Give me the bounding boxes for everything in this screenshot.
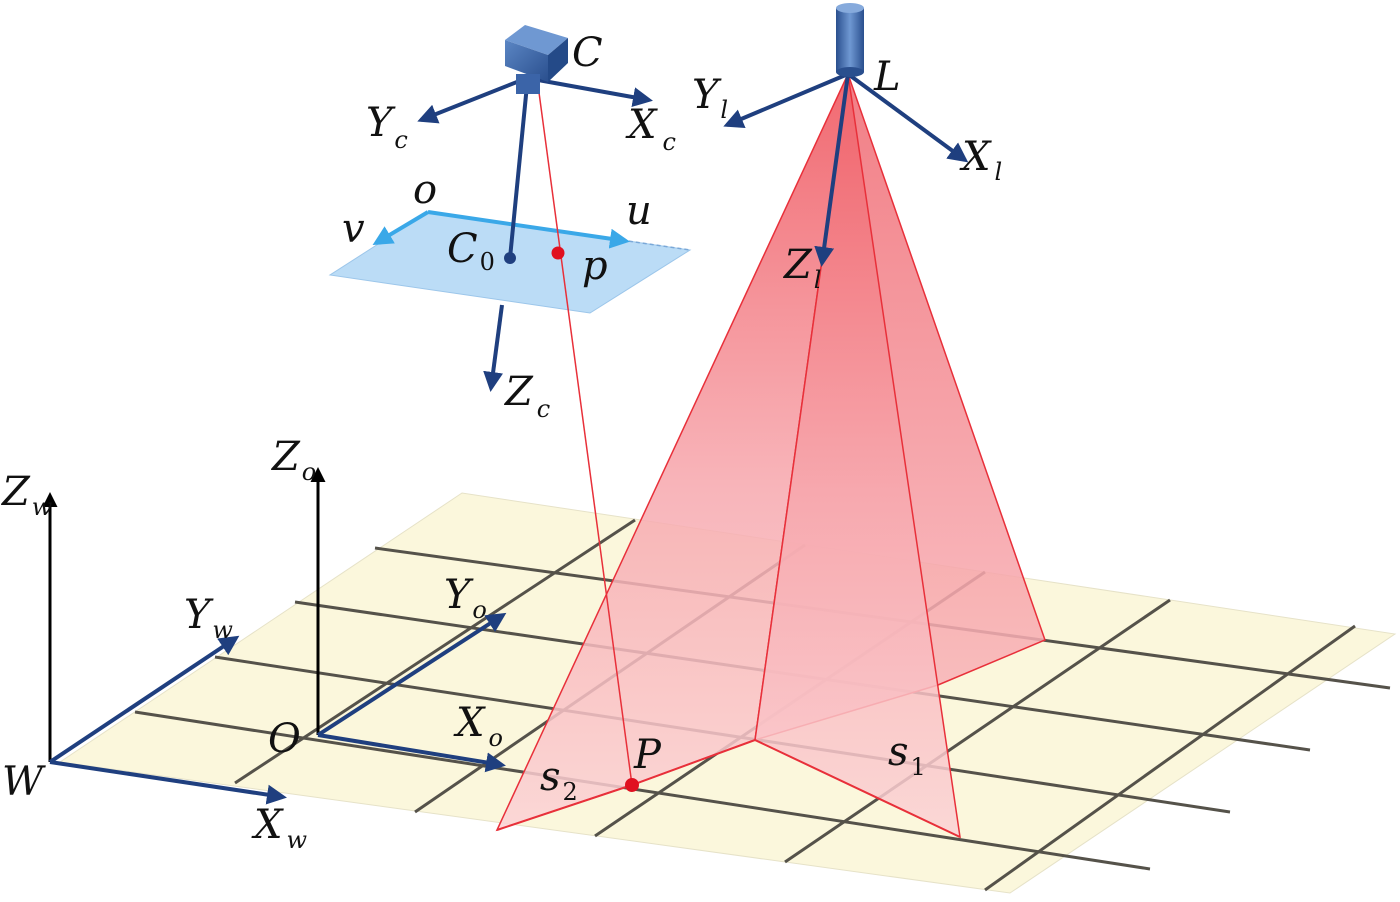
camera-z-axis-lower — [483, 304, 504, 392]
image-v-axis — [372, 210, 430, 246]
world-y-label: Yw — [184, 592, 233, 644]
image-origin-label: o — [413, 167, 437, 213]
image-u-label: u — [626, 188, 652, 234]
object-point-dot — [625, 778, 639, 792]
object-point-label: P — [633, 732, 662, 778]
laser-z-label: Zl — [782, 242, 821, 294]
camera-y-label: Yc — [366, 100, 408, 154]
camera-body-icon — [505, 25, 568, 94]
world-origin-label: W — [2, 759, 46, 805]
object-z-label: Zo — [270, 434, 316, 486]
image-point-label: p — [582, 243, 608, 289]
stripe-2-label: s2 — [540, 754, 578, 806]
camera-label: C — [572, 30, 603, 76]
object-origin-label: O — [268, 716, 301, 762]
laser-stripe-on-object — [496, 738, 961, 838]
object-coordinate-frame — [310, 467, 507, 773]
camera-z-axis-upper — [508, 84, 529, 259]
object-x-axis — [317, 733, 506, 773]
laser-z-axis — [814, 73, 850, 267]
laser-coordinate-frame — [723, 72, 969, 267]
principal-point-dot — [504, 252, 516, 264]
object-y-label: Yo — [444, 572, 487, 624]
world-x-axis — [49, 760, 287, 805]
camera-projection-ray — [537, 84, 633, 786]
image-v-label: v — [342, 206, 365, 252]
laser-projector-icon — [836, 3, 864, 77]
laser-light-sheets — [495, 73, 1046, 839]
stripe-1-label: s1 — [888, 729, 926, 781]
world-z-label: Zw — [0, 469, 53, 521]
laser-label: L — [873, 54, 901, 100]
laser-y-label: Yl — [692, 72, 728, 124]
world-coordinate-frame — [42, 492, 287, 805]
camera-y-axis — [417, 76, 528, 124]
image-point-dot — [551, 246, 565, 260]
laser-x-axis — [846, 72, 969, 163]
camera-x-axis — [526, 76, 653, 108]
laser-y-axis — [723, 72, 849, 129]
world-y-axis — [48, 635, 240, 764]
image-u-axis — [427, 210, 630, 249]
principal-point-label: C0 — [447, 226, 495, 276]
object-y-axis — [316, 612, 507, 737]
